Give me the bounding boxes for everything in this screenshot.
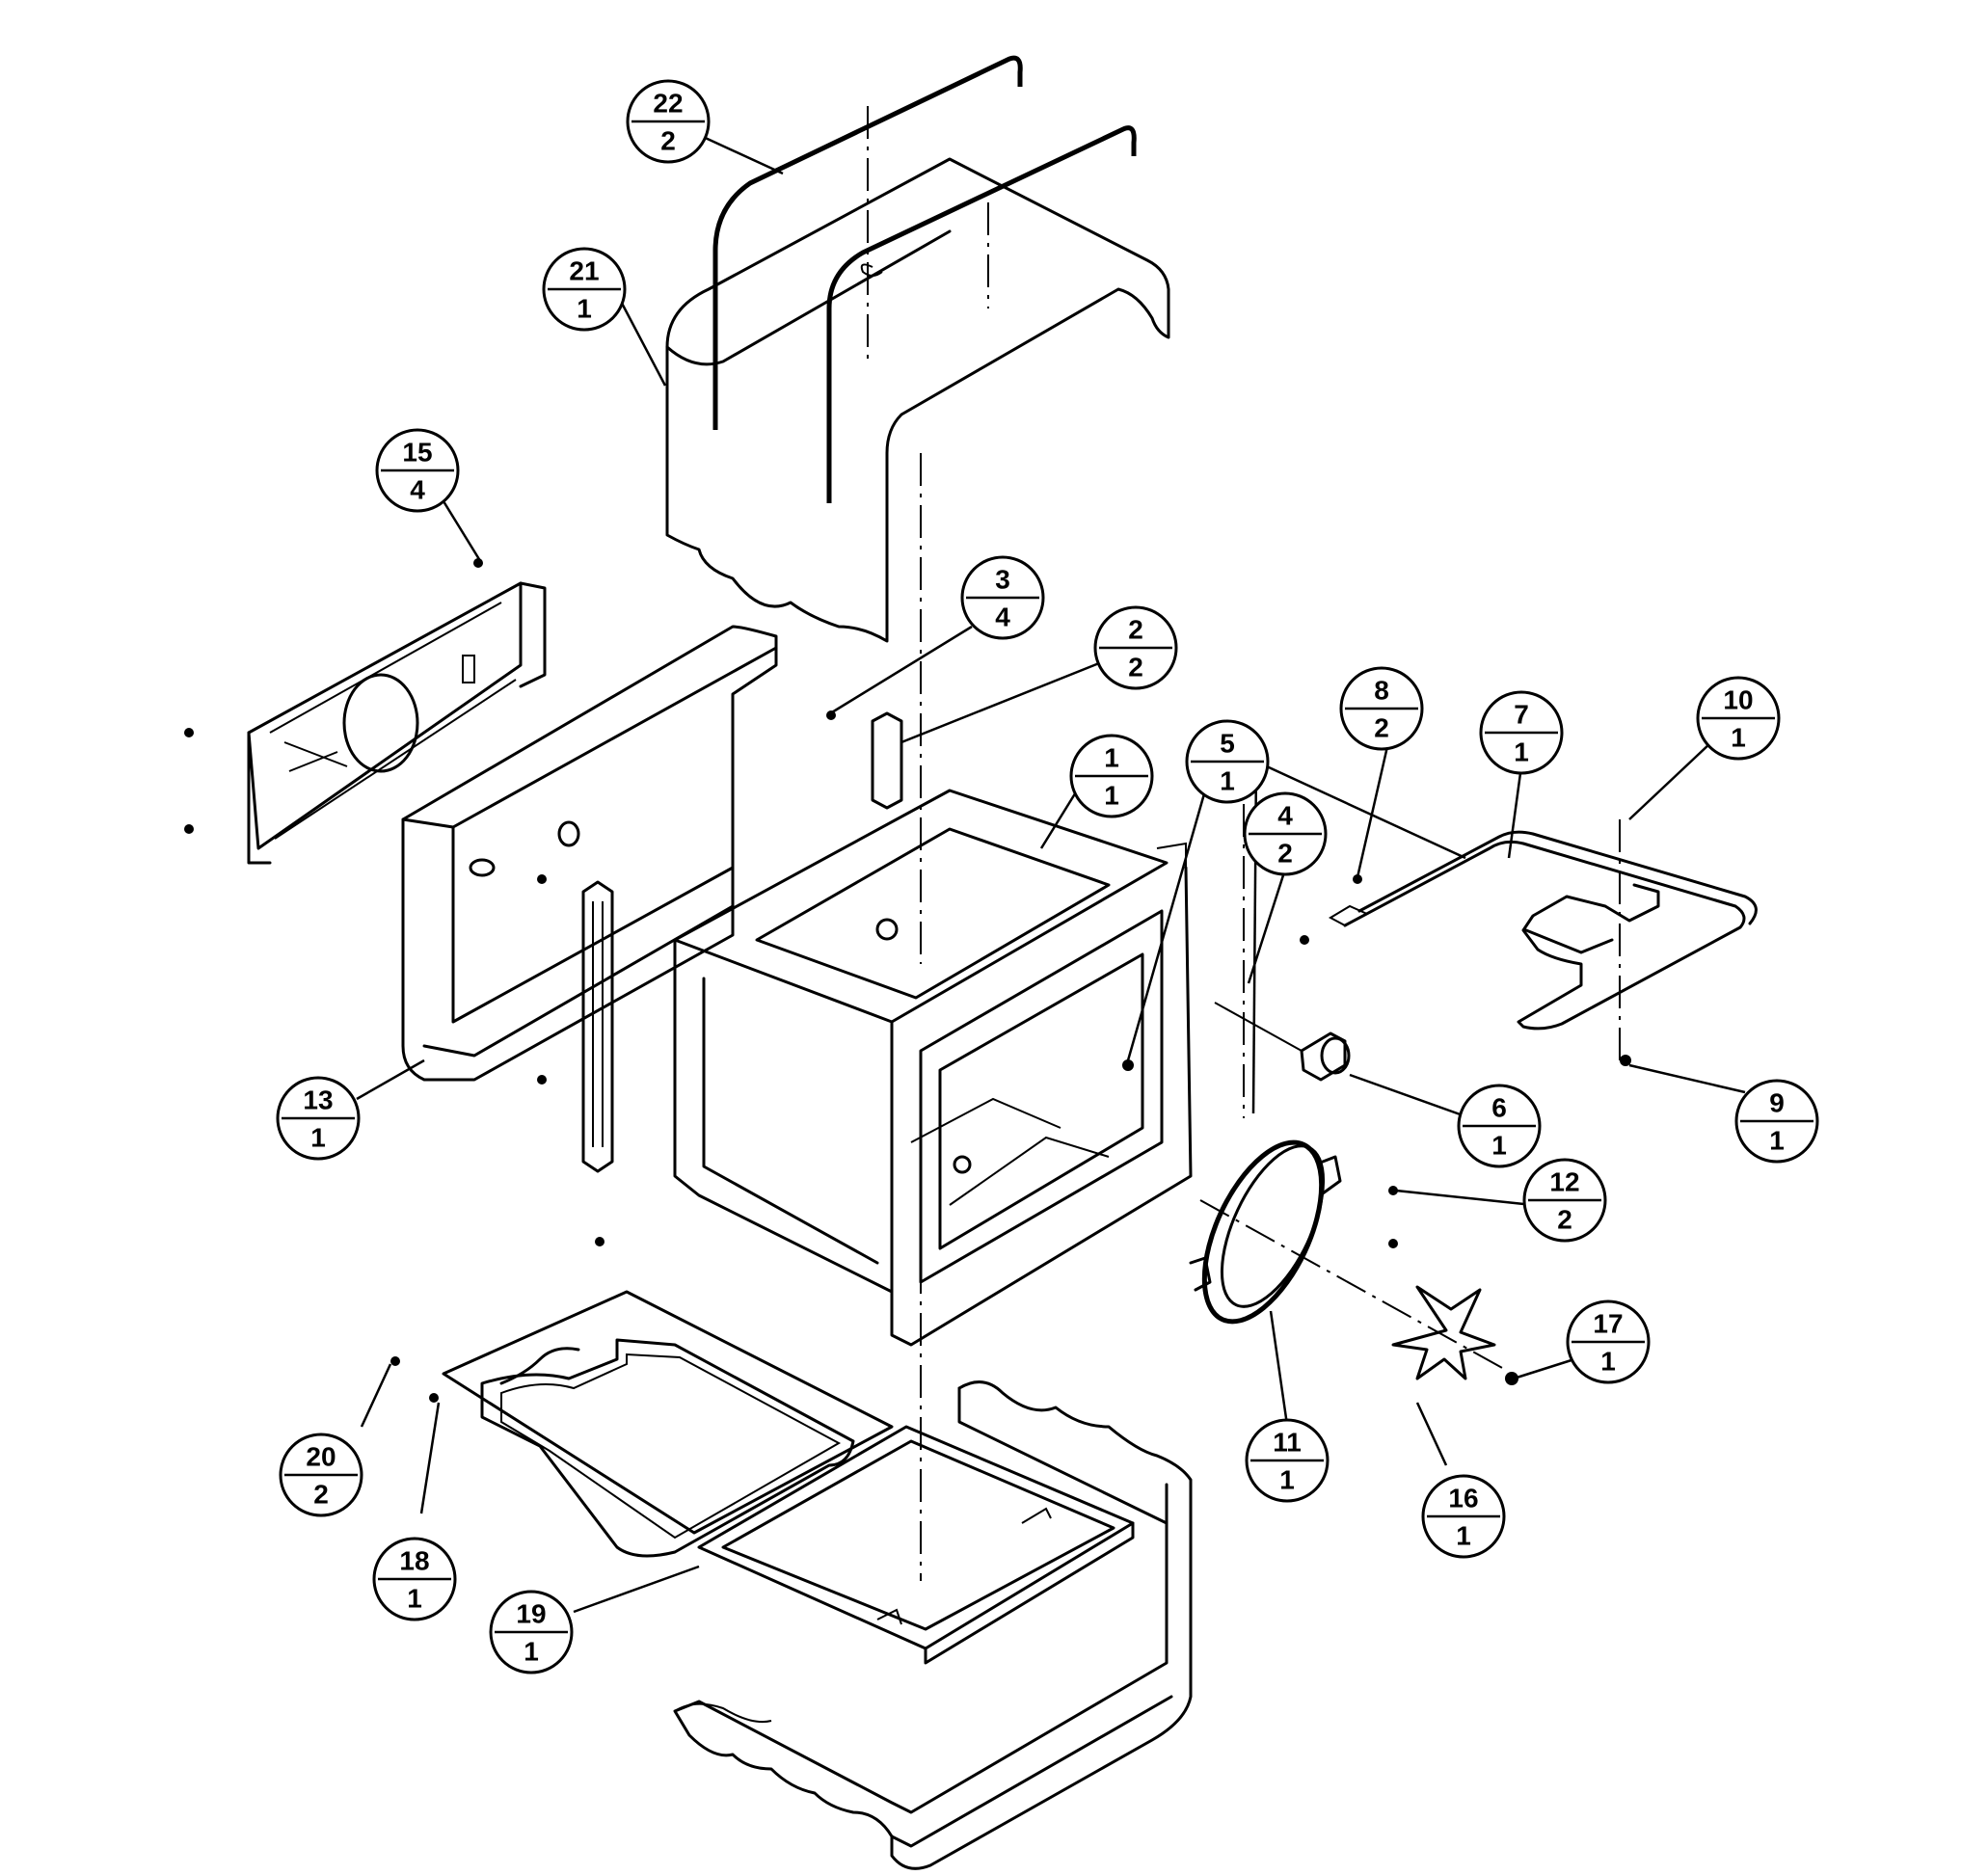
callout-quantity: 1 bbox=[1514, 737, 1529, 767]
part-16-fan-blade bbox=[1391, 1285, 1496, 1380]
callout-part-number: 20 bbox=[306, 1442, 336, 1472]
callout-quantity: 1 bbox=[310, 1123, 326, 1153]
callout-3: 34 bbox=[960, 555, 1045, 640]
callout-12: 122 bbox=[1522, 1158, 1607, 1243]
callout-part-number: 16 bbox=[1448, 1484, 1478, 1513]
callout-18: 181 bbox=[372, 1537, 457, 1621]
callout-part-number: 3 bbox=[995, 565, 1010, 595]
callout-part-number: 8 bbox=[1374, 676, 1389, 706]
callout-quantity: 1 bbox=[1456, 1521, 1471, 1551]
part-11-convection-element bbox=[1189, 1139, 1342, 1325]
assembly-axes bbox=[867, 106, 1621, 1581]
part-19-bottom-element bbox=[442, 1290, 894, 1558]
callout-part-number: 21 bbox=[569, 256, 599, 286]
callout-1: 11 bbox=[1069, 734, 1154, 818]
part-1-oven-cavity bbox=[673, 789, 1193, 1347]
callout-quantity: 2 bbox=[1374, 713, 1389, 743]
callout-11: 111 bbox=[1245, 1418, 1330, 1503]
callout-quantity: 2 bbox=[660, 126, 676, 156]
callout-part-number: 19 bbox=[516, 1599, 546, 1629]
callout-5: 51 bbox=[1185, 719, 1270, 804]
rack-support-right bbox=[871, 711, 903, 810]
callout-part-number: 4 bbox=[1277, 801, 1293, 831]
callout-part-number: 10 bbox=[1723, 685, 1753, 715]
callout-quantity: 1 bbox=[1220, 766, 1235, 796]
callout-part-number: 18 bbox=[399, 1546, 429, 1576]
callout-part-number: 13 bbox=[303, 1085, 333, 1115]
callout-19: 191 bbox=[489, 1590, 574, 1674]
callout-quantity: 1 bbox=[524, 1637, 539, 1667]
callout-quantity: 1 bbox=[1600, 1347, 1616, 1377]
callout-6: 61 bbox=[1457, 1084, 1542, 1168]
callout-part-number: 12 bbox=[1549, 1167, 1579, 1197]
part-15-rear-bracket bbox=[247, 581, 580, 865]
callout-22: 222 bbox=[626, 79, 711, 164]
callout-quantity: 1 bbox=[1731, 723, 1746, 753]
part-21-wrap-cover bbox=[665, 157, 1170, 643]
callout-8: 82 bbox=[1339, 666, 1424, 751]
callout-quantity: 2 bbox=[1277, 839, 1293, 869]
part-7-broil-element bbox=[1328, 830, 1758, 1031]
part-bottom-tray bbox=[697, 1425, 1135, 1665]
callout-quantity: 2 bbox=[313, 1480, 329, 1510]
callout-quantity: 2 bbox=[1128, 653, 1143, 683]
callout-part-number: 9 bbox=[1769, 1088, 1785, 1118]
part-22-top-rails bbox=[712, 55, 1137, 503]
part-6-oven-lamp bbox=[1214, 1002, 1351, 1082]
callout-part-number: 1 bbox=[1104, 743, 1119, 773]
callout-17: 171 bbox=[1566, 1299, 1651, 1384]
callout-quantity: 1 bbox=[1769, 1126, 1785, 1156]
callout-part-number: 6 bbox=[1491, 1093, 1507, 1123]
callout-7: 71 bbox=[1479, 690, 1564, 775]
callout-quantity: 1 bbox=[577, 294, 592, 324]
callout-9: 91 bbox=[1734, 1079, 1819, 1164]
callout-10: 101 bbox=[1696, 676, 1781, 761]
callout-4: 42 bbox=[1243, 791, 1328, 876]
callout-15: 154 bbox=[375, 428, 460, 513]
callout-part-number: 22 bbox=[653, 89, 683, 119]
callout-part-number: 2 bbox=[1128, 615, 1143, 645]
callout-2: 22 bbox=[1093, 605, 1178, 690]
callout-21: 211 bbox=[542, 247, 627, 332]
part-13-side-panel bbox=[401, 625, 778, 1082]
callout-quantity: 1 bbox=[407, 1584, 422, 1614]
callout-13: 131 bbox=[276, 1076, 361, 1161]
leader-lines bbox=[356, 133, 1746, 1614]
fasteners bbox=[184, 558, 1631, 1403]
callout-quantity: 4 bbox=[410, 475, 425, 505]
callout-20: 202 bbox=[279, 1433, 363, 1517]
rack-support-left bbox=[581, 880, 614, 1173]
callout-part-number: 5 bbox=[1220, 729, 1235, 759]
callout-quantity: 4 bbox=[995, 603, 1010, 632]
callout-part-number: 17 bbox=[1593, 1309, 1623, 1339]
callout-part-number: 11 bbox=[1273, 1428, 1302, 1458]
callout-quantity: 1 bbox=[1104, 781, 1119, 811]
callout-quantity: 1 bbox=[1279, 1465, 1295, 1495]
part-lower-wrap bbox=[673, 1380, 1193, 1870]
callout-quantity: 2 bbox=[1557, 1205, 1572, 1235]
callout-part-number: 7 bbox=[1514, 700, 1529, 730]
callout-16: 161 bbox=[1421, 1474, 1506, 1559]
callout-part-number: 15 bbox=[402, 438, 432, 468]
callout-quantity: 1 bbox=[1491, 1131, 1507, 1161]
